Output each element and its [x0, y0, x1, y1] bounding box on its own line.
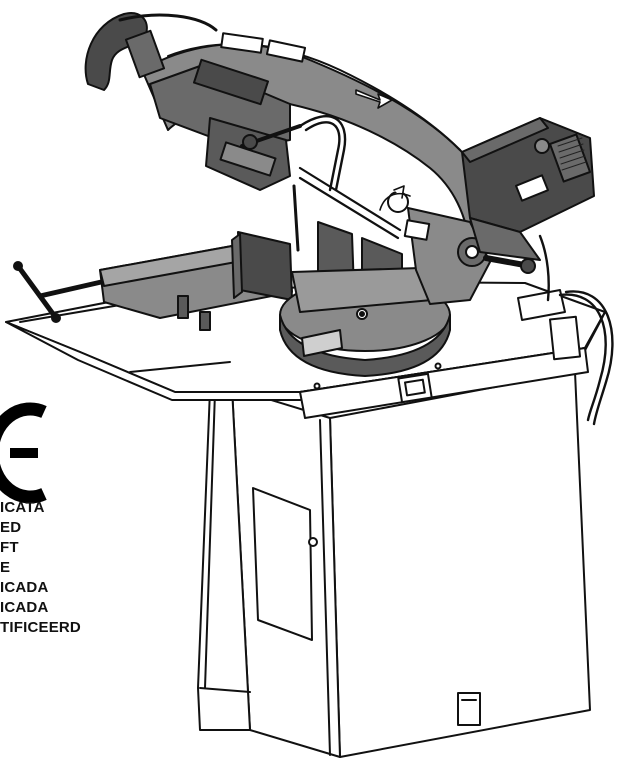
certification-line: ICADA	[0, 579, 49, 596]
ce-mark-icon	[0, 402, 47, 504]
motor	[461, 117, 595, 302]
certification-line: ICATA	[0, 499, 45, 516]
stand-cabinet	[197, 371, 591, 758]
certification-line: ICADA	[0, 599, 49, 616]
certification-line: FT	[0, 539, 19, 556]
certification-line: ED	[0, 519, 22, 536]
vise-assembly	[13, 221, 451, 377]
certification-line: E	[0, 559, 11, 576]
certification-text-list: ICATA ED FT E ICADA ICADA TIFICEERD	[0, 498, 81, 638]
certification-line: TIFICEERD	[0, 619, 81, 636]
